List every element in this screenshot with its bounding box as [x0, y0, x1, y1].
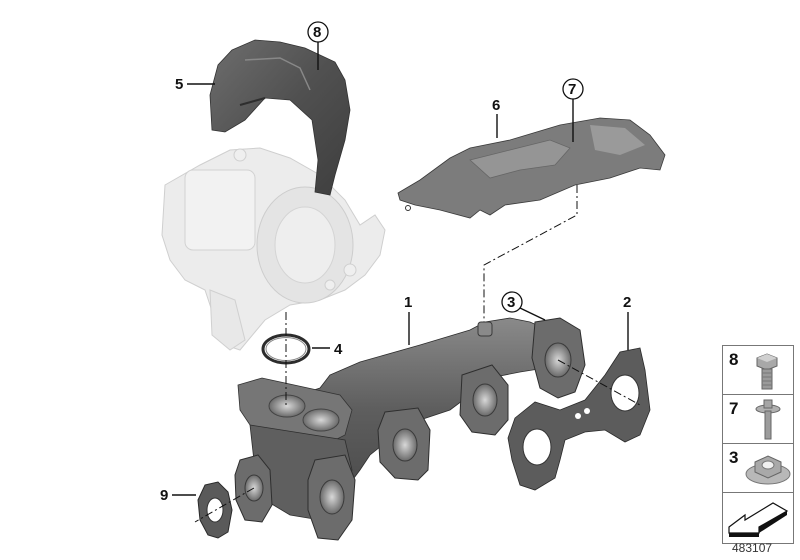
svg-text:4: 4 [334, 341, 343, 358]
flange-nut-icon [745, 455, 791, 485]
alignment-lines [194, 185, 641, 523]
hex-bolt-icon [756, 353, 778, 390]
callout-6: 6 [492, 97, 500, 138]
legend-item-arrow[interactable] [723, 493, 793, 543]
svg-text:2: 2 [623, 294, 631, 311]
legend-number: 3 [729, 448, 739, 467]
legend-item-3[interactable]: 3 [723, 444, 793, 493]
collar-bolt-icon [755, 399, 781, 440]
manifold-heat-shield [397, 117, 666, 219]
callout-3[interactable]: 3 [501, 291, 546, 321]
turbo-heat-shield [209, 39, 351, 196]
svg-text:5: 5 [175, 76, 183, 93]
callout-9: 9 [160, 487, 196, 504]
callout-1: 1 [404, 294, 412, 345]
turbocharger [161, 147, 386, 351]
callout-8[interactable]: 8 [307, 21, 329, 70]
legend-number: 8 [729, 350, 739, 369]
svg-text:8: 8 [313, 24, 321, 41]
svg-text:3: 3 [507, 294, 515, 311]
legend-number: 7 [729, 399, 739, 418]
document-id: 483107 [732, 541, 773, 555]
callout-4: 4 [312, 341, 343, 358]
manifold-gasket [507, 347, 651, 491]
svg-text:1: 1 [404, 294, 412, 311]
exhaust-manifold [234, 317, 586, 541]
callout-7[interactable]: 7 [562, 78, 584, 142]
legend-item-8[interactable]: 8 [723, 346, 793, 395]
svg-text:9: 9 [160, 487, 168, 504]
callout-5: 5 [175, 76, 215, 93]
svg-text:6: 6 [492, 97, 500, 114]
svg-text:7: 7 [568, 81, 576, 98]
direction-arrow-icon [728, 502, 789, 537]
fastener-legend: 8 7 3 [722, 345, 794, 544]
callout-2: 2 [623, 294, 631, 350]
legend-item-7[interactable]: 7 [723, 395, 793, 444]
